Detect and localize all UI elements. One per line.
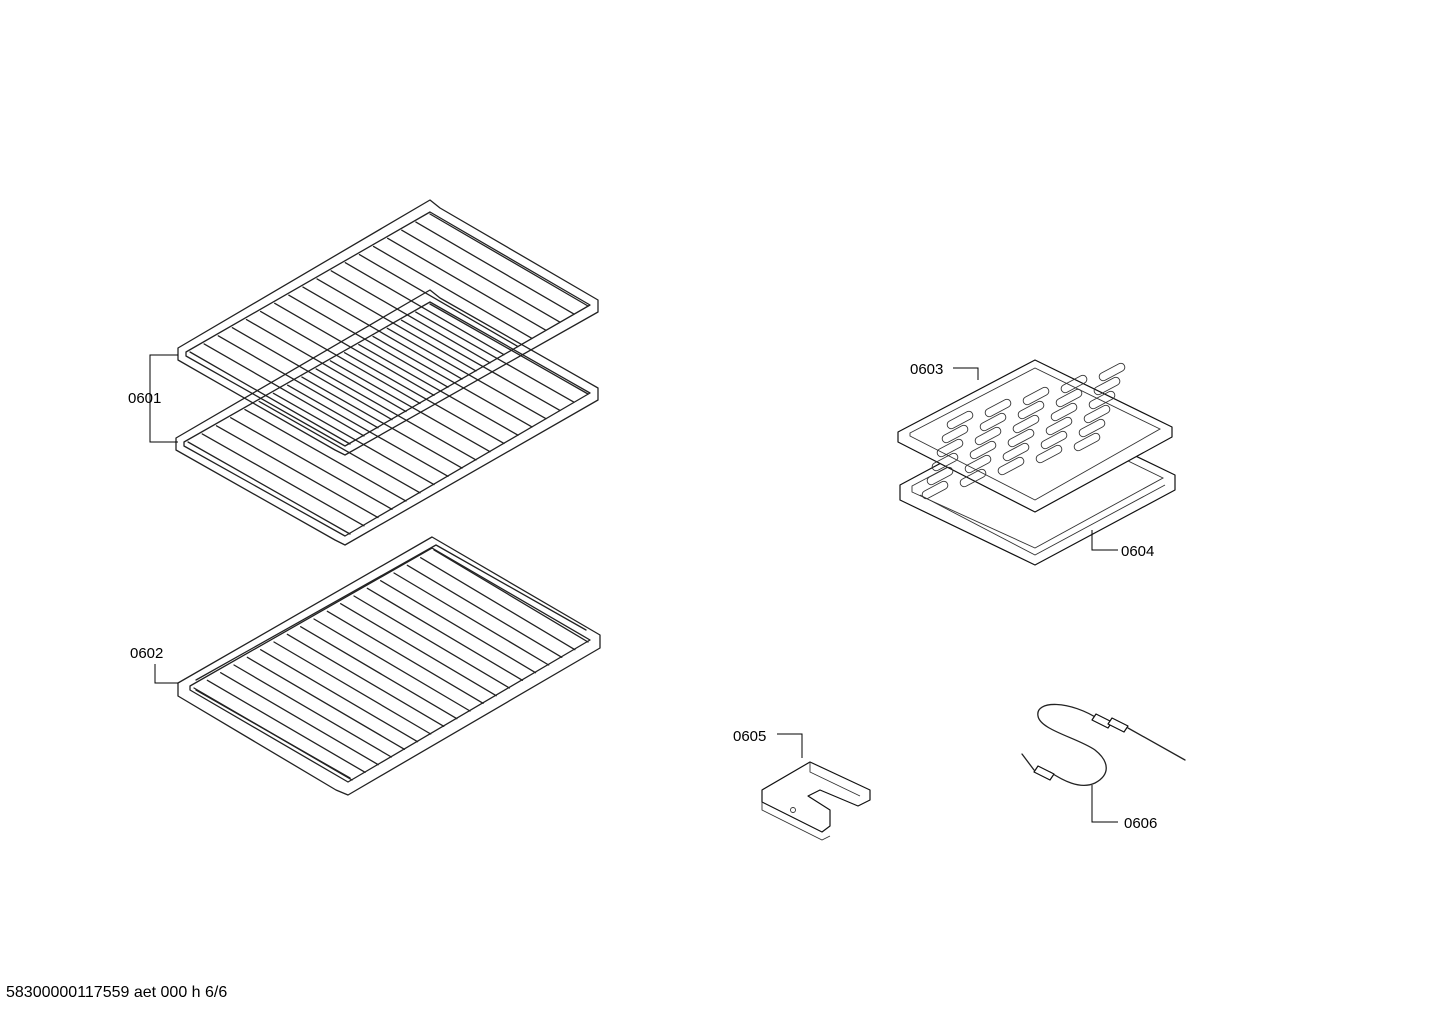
rack-upper-illustration xyxy=(177,199,599,456)
leader-0605 xyxy=(777,733,803,758)
part-0606-illustration xyxy=(1021,703,1186,787)
part-0605-illustration xyxy=(761,761,871,841)
part-0602-illustration xyxy=(177,536,601,796)
document-code: 58300000117559 aet 000 h 6/6 xyxy=(6,984,227,1001)
part-label-0601: 0601 xyxy=(128,390,161,407)
part-label-0603: 0603 xyxy=(910,361,943,378)
part-0601-illustration xyxy=(175,199,599,546)
leader-0606 xyxy=(1091,785,1118,823)
rack-lower-illustration xyxy=(175,289,599,546)
part-label-0604: 0604 xyxy=(1121,543,1154,560)
leader-0604 xyxy=(1091,530,1118,551)
leader-0602 xyxy=(154,664,178,684)
part-0603-illustration xyxy=(897,359,1173,513)
part-label-0602: 0602 xyxy=(130,645,163,662)
leader-0601 xyxy=(149,354,178,443)
part-label-0606: 0606 xyxy=(1124,815,1157,832)
leader-0603 xyxy=(953,367,979,380)
part-label-0605: 0605 xyxy=(733,728,766,745)
